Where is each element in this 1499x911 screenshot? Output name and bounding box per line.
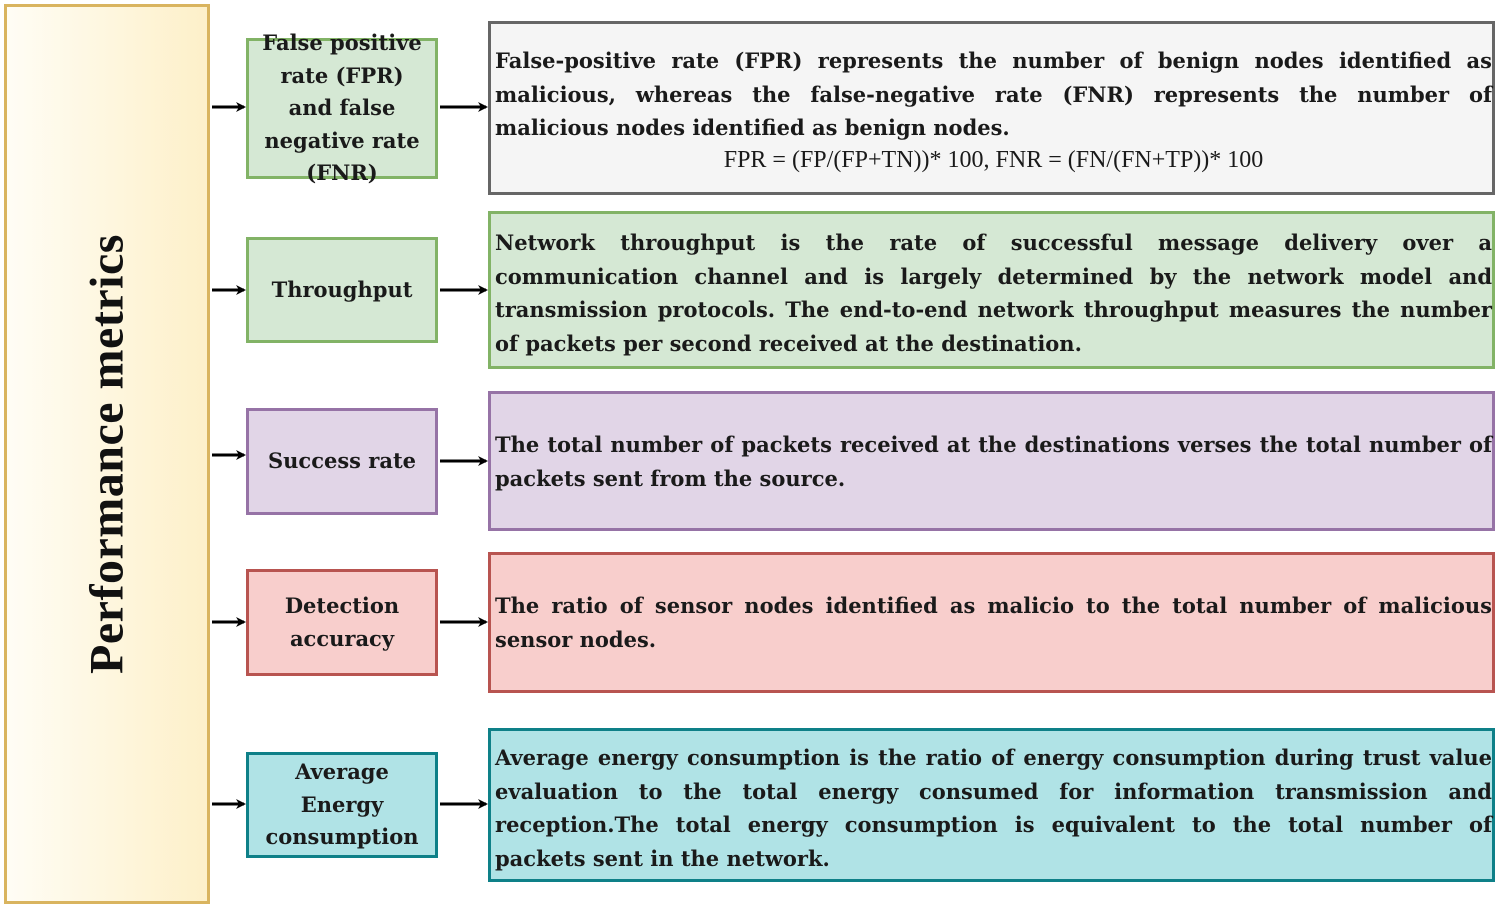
desc-fpr-fnr: False-positive rate (FPR) represents the… — [488, 21, 1495, 195]
metric-fpr-fnr: False positive rate (FPR) and false nega… — [246, 30, 438, 185]
metric-fpr-fnr-label: False positive rate (FPR) and false nega… — [262, 30, 422, 186]
desc-energy-consumption: Average energy consumption is the ratio … — [488, 728, 1495, 882]
desc-success-rate-text: The total number of packets received at … — [495, 432, 1492, 491]
metric-throughput-label: Throughput — [271, 276, 413, 302]
metric-energy-consumption-label: Average Energy consumption — [265, 759, 419, 850]
metric-success-rate: Success rate — [246, 408, 438, 515]
desc-throughput-text: Network throughput is the rate of succes… — [495, 230, 1492, 356]
metric-energy-consumption: Average Energy consumption — [246, 752, 438, 858]
metric-detection-accuracy-label: Detection accuracy — [284, 592, 400, 651]
metric-detection-accuracy: Detection accuracy — [246, 569, 438, 676]
metric-throughput: Throughput — [246, 237, 438, 343]
desc-detection-accuracy: The ratio of sensor nodes identified as … — [488, 552, 1495, 693]
desc-energy-consumption-text: Average energy consumption is the ratio … — [495, 745, 1492, 871]
desc-detection-accuracy-text: The ratio of sensor nodes identified as … — [495, 593, 1492, 652]
desc-fpr-fnr-text: False-positive rate (FPR) represents the… — [495, 48, 1492, 141]
desc-throughput: Network throughput is the rate of succes… — [488, 211, 1495, 369]
desc-success-rate: The total number of packets received at … — [488, 391, 1495, 531]
fpr-fnr-formula: FPR = (FP/(FP+TN))* 100, FNR = (FN/(FN+T… — [723, 146, 1264, 173]
performance-metrics-box: Performance metrics — [4, 4, 210, 904]
metric-success-rate-label: Success rate — [267, 448, 417, 474]
